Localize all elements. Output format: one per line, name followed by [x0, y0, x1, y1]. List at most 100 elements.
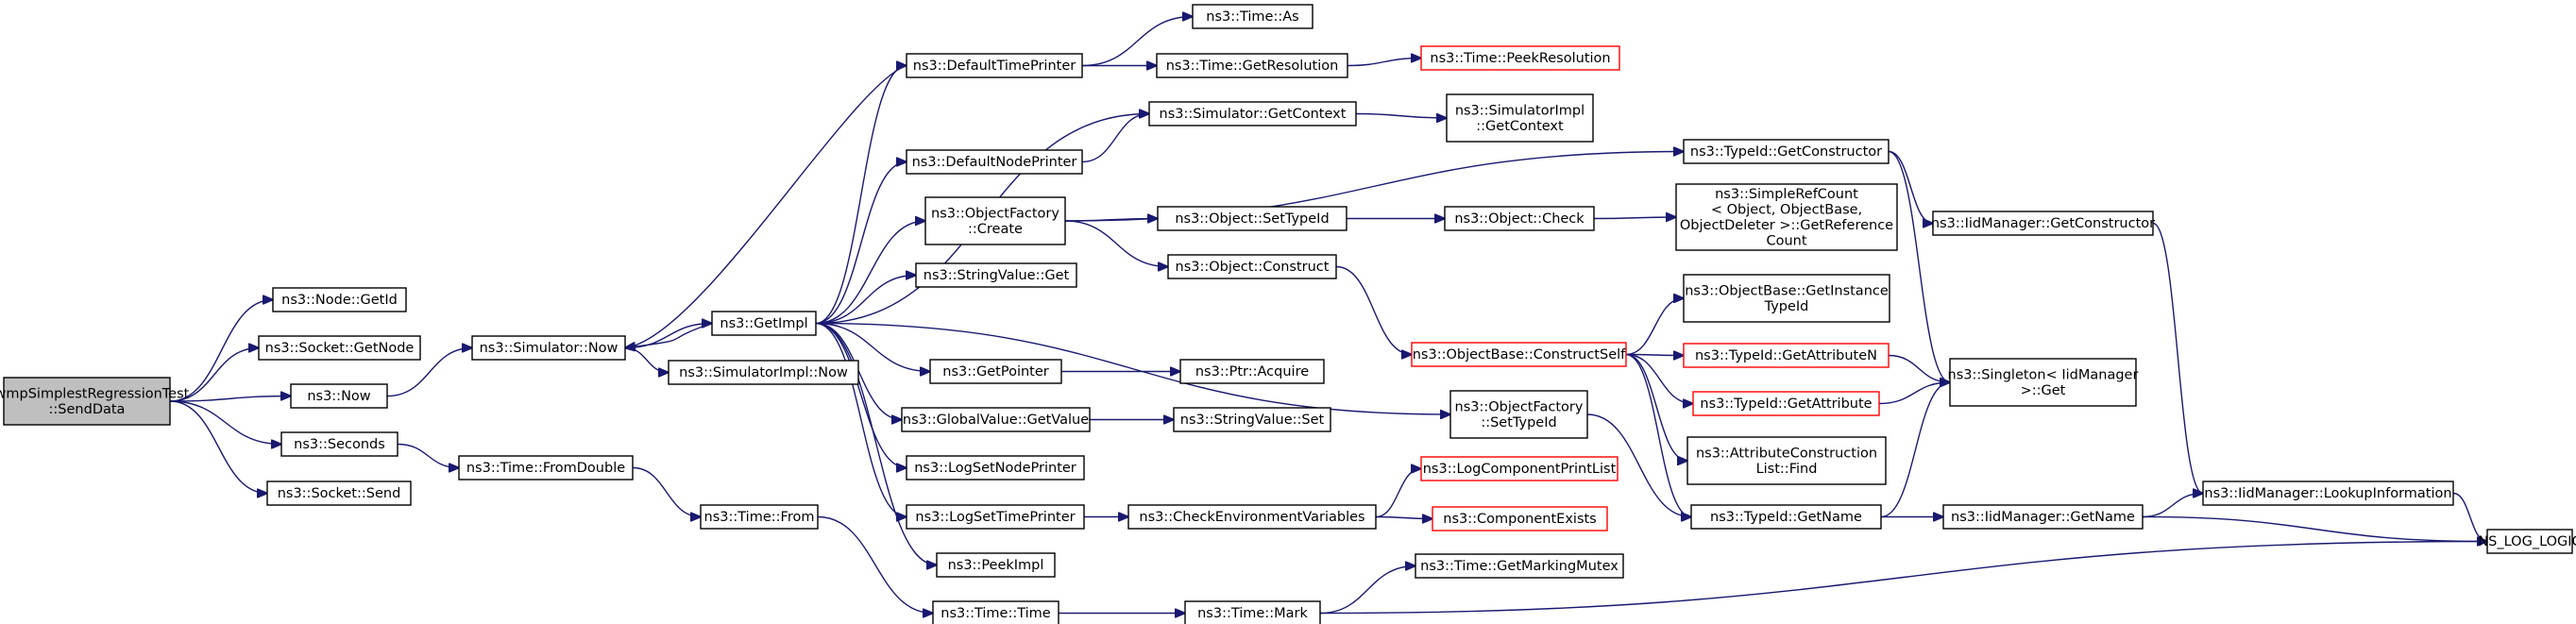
edge-layer	[169, 17, 2487, 614]
node-getimpl[interactable]: ns3::GetImpl	[711, 311, 817, 336]
node-objcheck[interactable]: ns3::Object::Check	[1444, 206, 1595, 231]
edge-root-to-socketsend	[169, 400, 267, 494]
node-timefromdouble-box	[458, 455, 634, 481]
node-defaultnodeprinter[interactable]: ns3::DefaultNodePrinter	[906, 149, 1083, 175]
node-objbasegetinstance-label-1: TypeId	[1764, 299, 1809, 314]
node-nodegetid[interactable]: ns3::Node::GetId	[272, 287, 407, 312]
node-simnow[interactable]: ns3::Simulator::Now	[471, 335, 626, 361]
node-typeidgetname[interactable]: ns3::TypeId::GetName	[1690, 504, 1882, 530]
node-peekimpl[interactable]: ns3::PeekImpl	[936, 552, 1056, 578]
edge-getimpl-to-logsettimeprinter	[815, 322, 907, 517]
node-peekimpl-label-0: ns3::PeekImpl	[948, 558, 1044, 573]
node-defaultnodeprinter-box	[906, 149, 1083, 175]
node-simimplnow[interactable]: ns3::SimulatorImpl::Now	[668, 360, 859, 385]
node-timepeekres-box	[1420, 45, 1620, 71]
node-timetime[interactable]: ns3::Time::Time	[932, 600, 1059, 624]
node-globalvaluegetvalue[interactable]: ns3::GlobalValue::GetValue	[901, 407, 1091, 432]
node-nsloglogic-label-0: NS_LOG_LOGIC	[2478, 534, 2576, 549]
node-objbaseconstructself-label-0: ns3::ObjectBase::ConstructSelf	[1413, 347, 1626, 363]
node-defaulttimeprinter-box	[906, 53, 1083, 78]
node-timepeekres[interactable]: ns3::Time::PeekResolution	[1420, 45, 1620, 71]
node-stringvalueset[interactable]: ns3::StringValue::Set	[1173, 407, 1331, 432]
node-socketgetnode[interactable]: ns3::Socket::GetNode	[258, 335, 421, 361]
edge-typeidgetconstructor-to-singletonget	[1888, 150, 1950, 383]
node-iidmanagergetname-label-0: ns3::IidManager::GetName	[1951, 510, 2135, 525]
node-iidmanagergetname-box	[1942, 504, 2144, 530]
node-getpointer-label-0: ns3::GetPointer	[942, 364, 1049, 379]
node-ptracquire-label-0: ns3::Ptr::Acquire	[1195, 364, 1309, 379]
edge-objcheck-to-simplerefcount	[1593, 217, 1676, 219]
edge-simgetcontext-to-simimplgetcontext	[1355, 112, 1447, 119]
node-logcomponentprintlist[interactable]: ns3::LogComponentPrintList	[1420, 456, 1618, 481]
node-timegetresolution-box	[1156, 53, 1348, 78]
edge-root-to-now	[169, 396, 291, 402]
node-checkenv-label-0: ns3::CheckEnvironmentVariables	[1139, 510, 1364, 525]
node-ptracquire[interactable]: ns3::Ptr::Acquire	[1179, 359, 1325, 384]
node-typeidgetname-box	[1690, 504, 1882, 530]
node-getpointer[interactable]: ns3::GetPointer	[929, 359, 1062, 384]
node-timegetmarkingmutex[interactable]: ns3::Time::GetMarkingMutex	[1415, 553, 1624, 579]
node-peekimpl-box	[936, 552, 1056, 578]
edge-defaulttimeprinter-to-timeas	[1081, 17, 1193, 67]
node-typeidgetconstructor[interactable]: ns3::TypeId::GetConstructor	[1683, 139, 1890, 164]
node-logsetnodeprinter[interactable]: ns3::LogSetNodePrinter	[906, 455, 1085, 481]
node-typeidgetattributen[interactable]: ns3::TypeId::GetAttributeN	[1683, 343, 1890, 368]
node-timepeekres-label-0: ns3::Time::PeekResolution	[1430, 51, 1610, 66]
edge-timegetresolution-to-timepeekres	[1347, 59, 1421, 67]
node-simgetcontext[interactable]: ns3::Simulator::GetContext	[1148, 101, 1357, 126]
node-stringvalueget[interactable]: ns3::StringValue::Get	[915, 262, 1077, 288]
edge-getimpl-to-objfactorycreate	[815, 221, 925, 325]
node-timeas[interactable]: ns3::Time::As	[1192, 4, 1313, 29]
node-logsetnodeprinter-box	[906, 455, 1085, 481]
node-seconds[interactable]: ns3::Seconds	[280, 431, 398, 457]
node-root-label-1: ::SendData	[49, 402, 126, 417]
node-now[interactable]: ns3::Now	[290, 383, 388, 409]
edge-objconstruct-to-objbaseconstructself	[1335, 265, 1412, 355]
edge-iidmanagergetname-to-iidmanagerlookup	[2142, 494, 2203, 518]
node-iidmanagerlookup[interactable]: ns3::IidManager::LookupInformation	[2202, 481, 2454, 506]
node-iidmanagergetconstructor[interactable]: ns3::IidManager::GetConstructor	[1931, 211, 2155, 236]
node-socketgetnode-label-0: ns3::Socket::GetNode	[265, 341, 415, 356]
node-timemark-box	[1184, 600, 1321, 624]
edge-typeidgetattributen-to-singletonget	[1888, 354, 1950, 383]
node-typeidgetattribute[interactable]: ns3::TypeId::GetAttribute	[1692, 391, 1880, 416]
node-nsloglogic[interactable]: NS_LOG_LOGIC	[2478, 529, 2576, 554]
node-timemark[interactable]: ns3::Time::Mark	[1184, 600, 1321, 624]
node-socketsend[interactable]: ns3::Socket::Send	[266, 481, 412, 506]
edge-getimpl-to-logsetnodeprinter	[815, 322, 907, 468]
node-timefromdouble[interactable]: ns3::Time::FromDouble	[458, 455, 634, 481]
node-defaulttimeprinter[interactable]: ns3::DefaultTimePrinter	[906, 53, 1083, 78]
node-logsettimeprinter[interactable]: ns3::LogSetTimePrinter	[906, 504, 1085, 530]
node-stringvalueset-box	[1173, 407, 1331, 432]
node-objsettypeid[interactable]: ns3::Object::SetTypeId	[1157, 206, 1347, 231]
node-objfactorysettypeid[interactable]: ns3::ObjectFactory::SetTypeId	[1449, 390, 1588, 439]
node-iidmanagerlookup-box	[2202, 481, 2454, 506]
node-objbaseconstructself[interactable]: ns3::ObjectBase::ConstructSelf	[1411, 342, 1627, 367]
node-objconstruct-label-0: ns3::Object::Construct	[1176, 260, 1330, 275]
node-checkenv[interactable]: ns3::CheckEnvironmentVariables	[1127, 504, 1377, 530]
node-simplerefcount[interactable]: ns3::SimpleRefCount< Object, ObjectBase,…	[1675, 183, 1898, 251]
node-componentexists[interactable]: ns3::ComponentExists	[1432, 506, 1608, 531]
node-singletonget[interactable]: ns3::Singleton< IidManager>::Get	[1948, 358, 2139, 407]
node-socketsend-box	[266, 481, 412, 506]
node-getimpl-box	[711, 311, 817, 336]
node-objconstruct[interactable]: ns3::Object::Construct	[1167, 254, 1337, 279]
node-typeidgetattribute-box	[1692, 391, 1880, 416]
node-simplerefcount-label-0: ns3::SimpleRefCount	[1715, 187, 1858, 202]
node-iidmanagergetname[interactable]: ns3::IidManager::GetName	[1942, 504, 2144, 530]
node-nsloglogic-box	[2486, 529, 2573, 554]
node-logsettimeprinter-label-0: ns3::LogSetTimePrinter	[915, 510, 1075, 525]
node-root[interactable]: HwmpSimplestRegressionTest::SendData	[0, 377, 190, 426]
edge-simnow-to-simimplnow	[624, 346, 669, 373]
node-timefrom[interactable]: ns3::Time::From	[700, 504, 819, 530]
edge-iidmanagergetconstructor-to-iidmanagerlookup	[2152, 222, 2203, 494]
edge-objbaseconstructself-to-attrconstructionfind	[1625, 353, 1687, 462]
edge-root-to-nodegetid	[169, 300, 273, 402]
node-objfactorycreate[interactable]: ns3::ObjectFactory::Create	[924, 196, 1066, 245]
node-attrconstructionfind-label-1: List::Find	[1756, 462, 1818, 477]
node-typeidgetattributen-label-0: ns3::TypeId::GetAttributeN	[1695, 348, 1877, 363]
node-simimplgetcontext[interactable]: ns3::SimulatorImpl::GetContext	[1446, 93, 1594, 143]
node-timegetresolution[interactable]: ns3::Time::GetResolution	[1156, 53, 1348, 78]
